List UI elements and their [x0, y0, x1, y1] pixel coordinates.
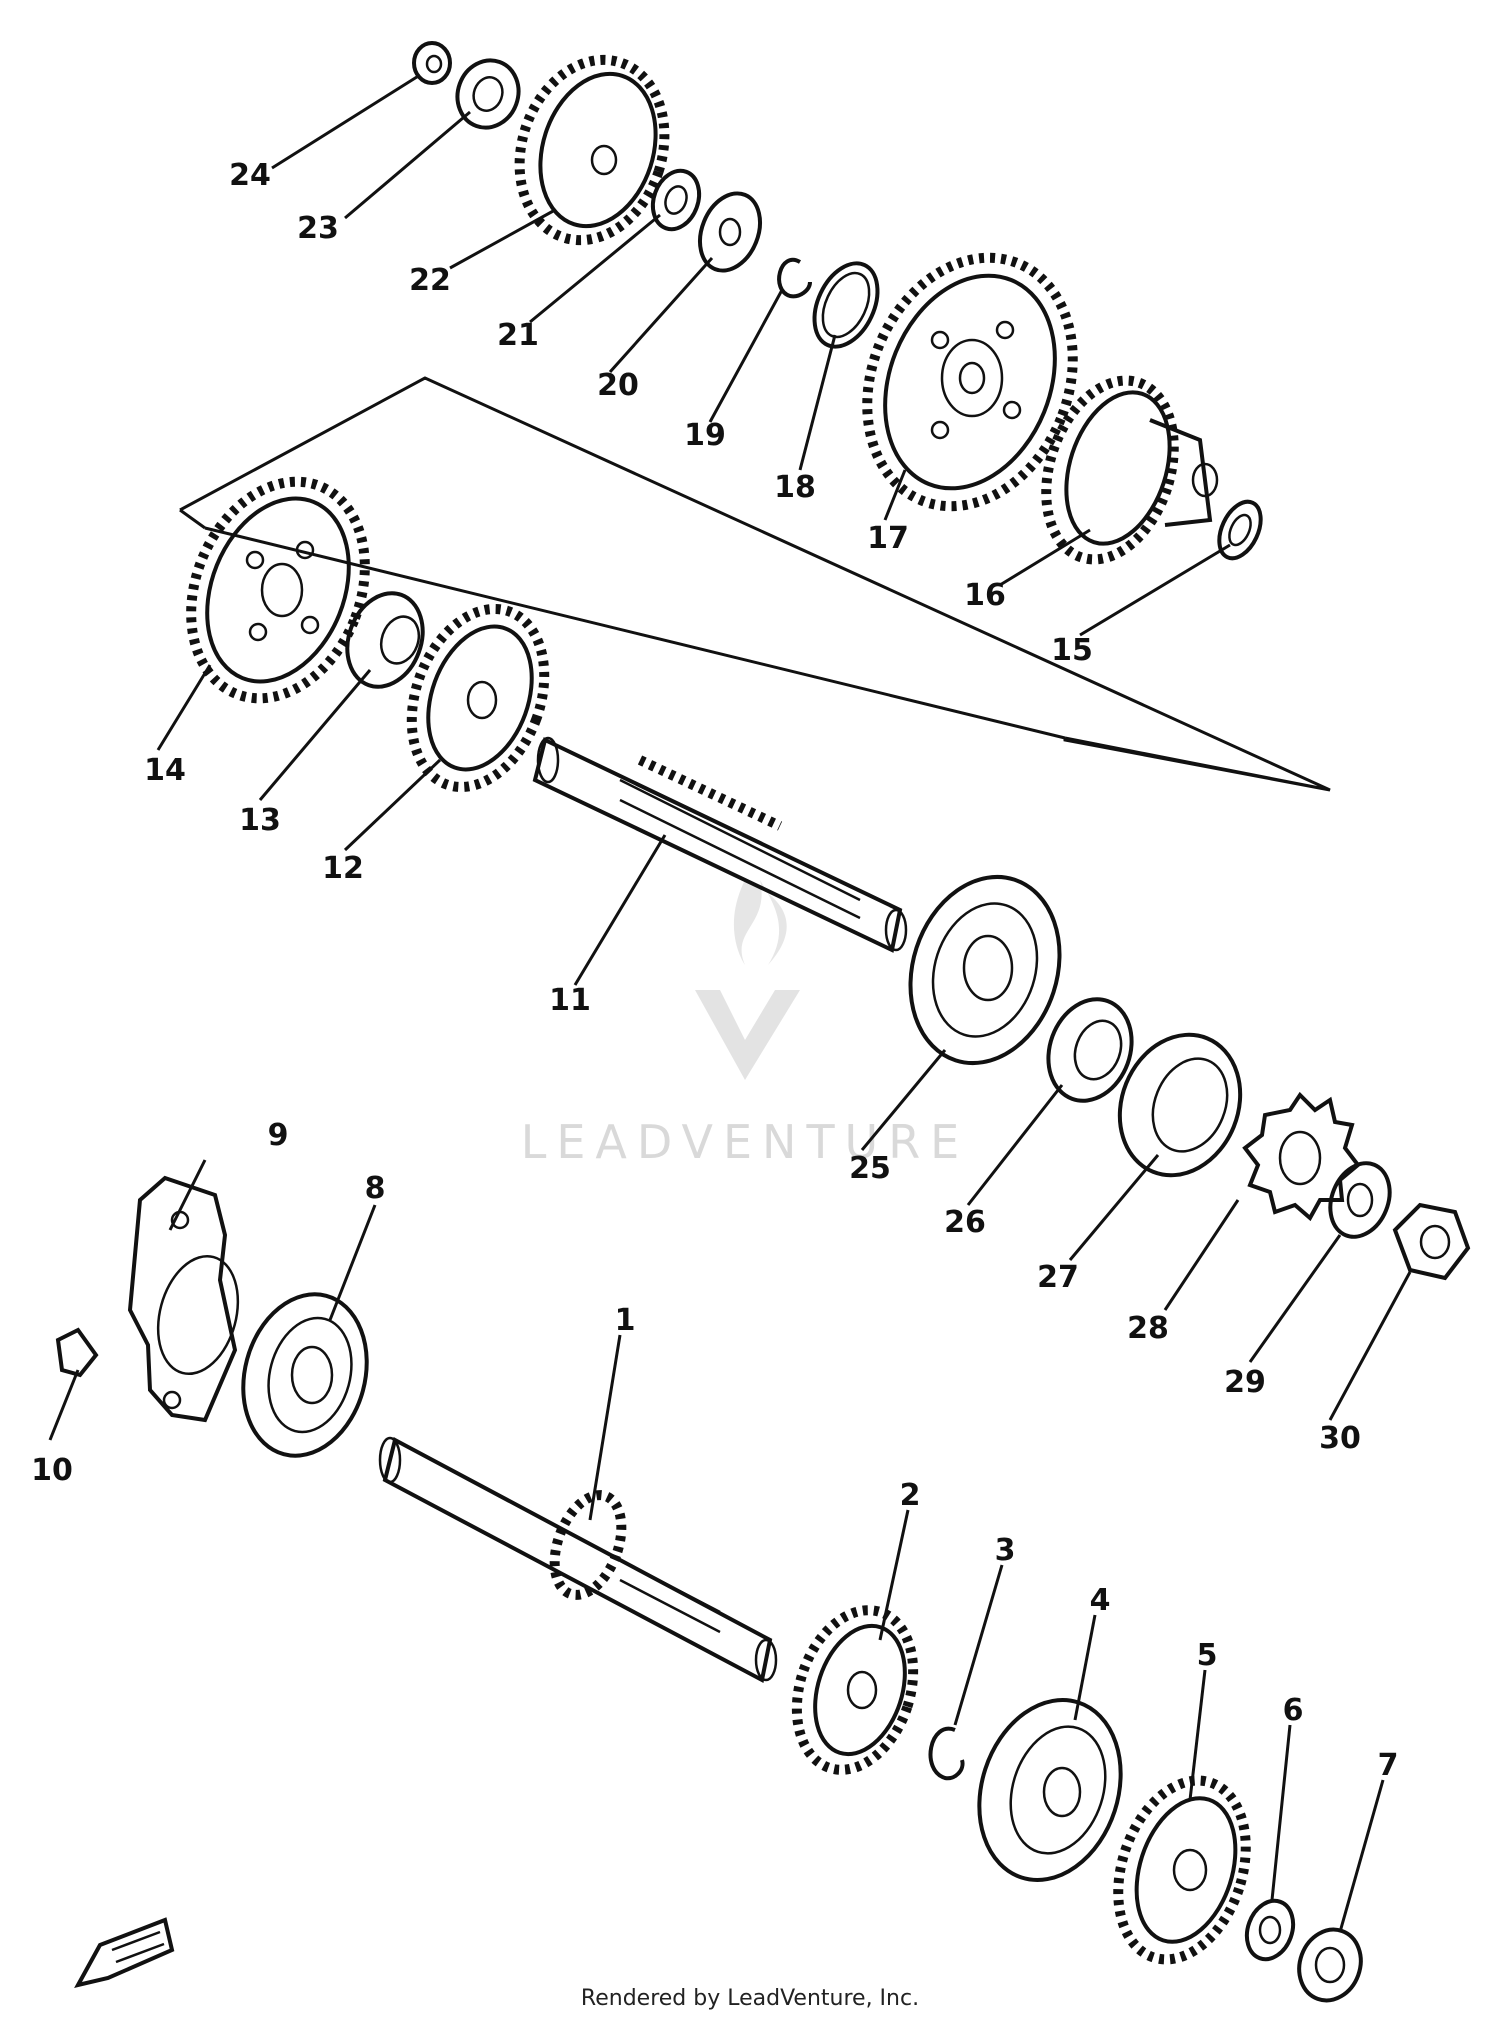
part-17-gear [862, 252, 1078, 512]
callout-21: 21 [497, 318, 539, 353]
part-14-gear [186, 476, 370, 704]
callout-5: 5 [1197, 1638, 1218, 1673]
part-16-gear [1041, 375, 1219, 565]
callout-19: 19 [684, 418, 726, 453]
callout-1: 1 [615, 1303, 636, 1338]
callout-2: 2 [900, 1478, 921, 1513]
part-13-bushing [345, 591, 425, 689]
render-credit: Rendered by LeadVenture, Inc. [580, 1986, 920, 2011]
callout-3: 3 [995, 1533, 1016, 1568]
callout-labels: 24 23 22 21 20 19 18 17 16 15 14 13 12 1… [31, 158, 1398, 1783]
part-25-bearing [908, 874, 1062, 1066]
part-23-washer [455, 58, 521, 130]
part-1-shaft [378, 1436, 778, 1684]
part-5-gear [1113, 1775, 1251, 1965]
callout-23: 23 [297, 211, 339, 246]
part-18-washer [812, 261, 880, 349]
leader-lines [48, 73, 1412, 1933]
part-11-shaft [532, 736, 908, 953]
callout-10: 10 [31, 1453, 73, 1488]
callout-24: 24 [229, 158, 271, 193]
callout-26: 26 [944, 1205, 986, 1240]
part-24-nut [412, 41, 452, 85]
callout-27: 27 [1037, 1260, 1079, 1295]
callout-4: 4 [1090, 1583, 1111, 1618]
callout-12: 12 [322, 851, 364, 886]
leadventure-watermark: LEADVENTURE [521, 880, 970, 1169]
callout-29: 29 [1224, 1365, 1266, 1400]
part-10-bolt [55, 1327, 99, 1378]
watermark-text: LEADVENTURE [521, 1115, 970, 1169]
callout-28: 28 [1127, 1311, 1169, 1346]
part-4-hub [977, 1698, 1123, 1882]
part-26-spacer [1046, 997, 1134, 1103]
part-8-bearing [241, 1292, 369, 1458]
part-19-circlip [777, 257, 812, 299]
callout-15: 15 [1051, 633, 1093, 668]
callout-20: 20 [597, 368, 639, 403]
part-21-bushing [650, 168, 702, 232]
part-6-washer [1244, 1898, 1296, 1962]
assembly-bracket [179, 376, 1331, 792]
callout-30: 30 [1319, 1421, 1361, 1456]
part-15-washer [1217, 499, 1263, 561]
part-28-sprocket [1242, 1091, 1361, 1222]
part-3-circlip [928, 1726, 965, 1781]
part-2-gear [791, 1605, 919, 1775]
part-22-gear [514, 54, 670, 246]
part-9-plate [127, 1175, 240, 1423]
callout-22: 22 [409, 263, 451, 298]
callout-7: 7 [1378, 1748, 1399, 1783]
part-12-gear [406, 603, 550, 793]
callout-18: 18 [774, 470, 816, 505]
part-20-washer [698, 191, 762, 273]
callout-16: 16 [964, 578, 1006, 613]
callout-25: 25 [849, 1151, 891, 1186]
part-7-washer [1297, 1927, 1363, 2003]
callout-14: 14 [144, 753, 186, 788]
part-27-oil-seal [1117, 1032, 1243, 1178]
callout-6: 6 [1283, 1693, 1304, 1728]
part-30-nut [1392, 1202, 1471, 1281]
callout-11: 11 [549, 983, 591, 1018]
front-arrow-icon [74, 1917, 175, 1988]
callout-9: 9 [268, 1118, 289, 1153]
callout-8: 8 [365, 1171, 386, 1206]
callout-13: 13 [239, 803, 281, 838]
part-29-lock-washer [1328, 1161, 1392, 1239]
callout-17: 17 [867, 521, 909, 556]
